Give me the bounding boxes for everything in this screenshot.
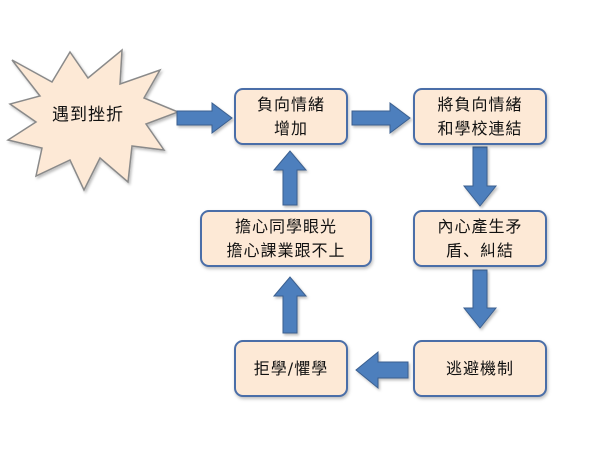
node-inner-conflict: 內心產生矛 盾、糾結 (413, 210, 547, 267)
node-inner-conflict-line2: 盾、糾結 (445, 240, 514, 260)
start-label: 遇到挫折 (52, 104, 124, 125)
arrow-worry-to-negative (272, 150, 308, 206)
arrow-avoidance-to-refuse (355, 350, 409, 390)
node-worry: 擔心同學眼光 擔心課業跟不上 (200, 210, 372, 267)
arrow-link-to-conflict (462, 146, 498, 207)
node-negative-emotion-line2: 增加 (273, 118, 308, 138)
node-worry-line1: 擔心同學眼光 (234, 216, 337, 236)
node-link-school: 將負向情緒 和學校連結 (413, 88, 547, 145)
node-link-school-line2: 和學校連結 (437, 118, 523, 138)
node-worry-line2: 擔心課業跟不上 (226, 240, 346, 260)
node-refuse-fear-line1: 拒學/懼學 (253, 358, 329, 378)
node-link-school-line1: 將負向情緒 (437, 94, 523, 114)
node-negative-emotion-line1: 負向情緒 (256, 94, 325, 114)
arrow-start-to-negative (176, 102, 233, 134)
node-refuse-fear: 拒學/懼學 (234, 340, 348, 397)
arrow-refuse-to-worry (272, 276, 308, 334)
node-inner-conflict-line1: 內心產生矛 (437, 216, 523, 236)
node-avoidance-line1: 逃避機制 (445, 358, 514, 378)
arrow-conflict-to-avoidance (462, 269, 498, 329)
node-negative-emotion: 負向情緒 增加 (234, 88, 348, 145)
node-avoidance: 逃避機制 (413, 340, 547, 397)
arrow-negative-to-link (351, 102, 411, 134)
starburst-shape (6, 48, 181, 192)
